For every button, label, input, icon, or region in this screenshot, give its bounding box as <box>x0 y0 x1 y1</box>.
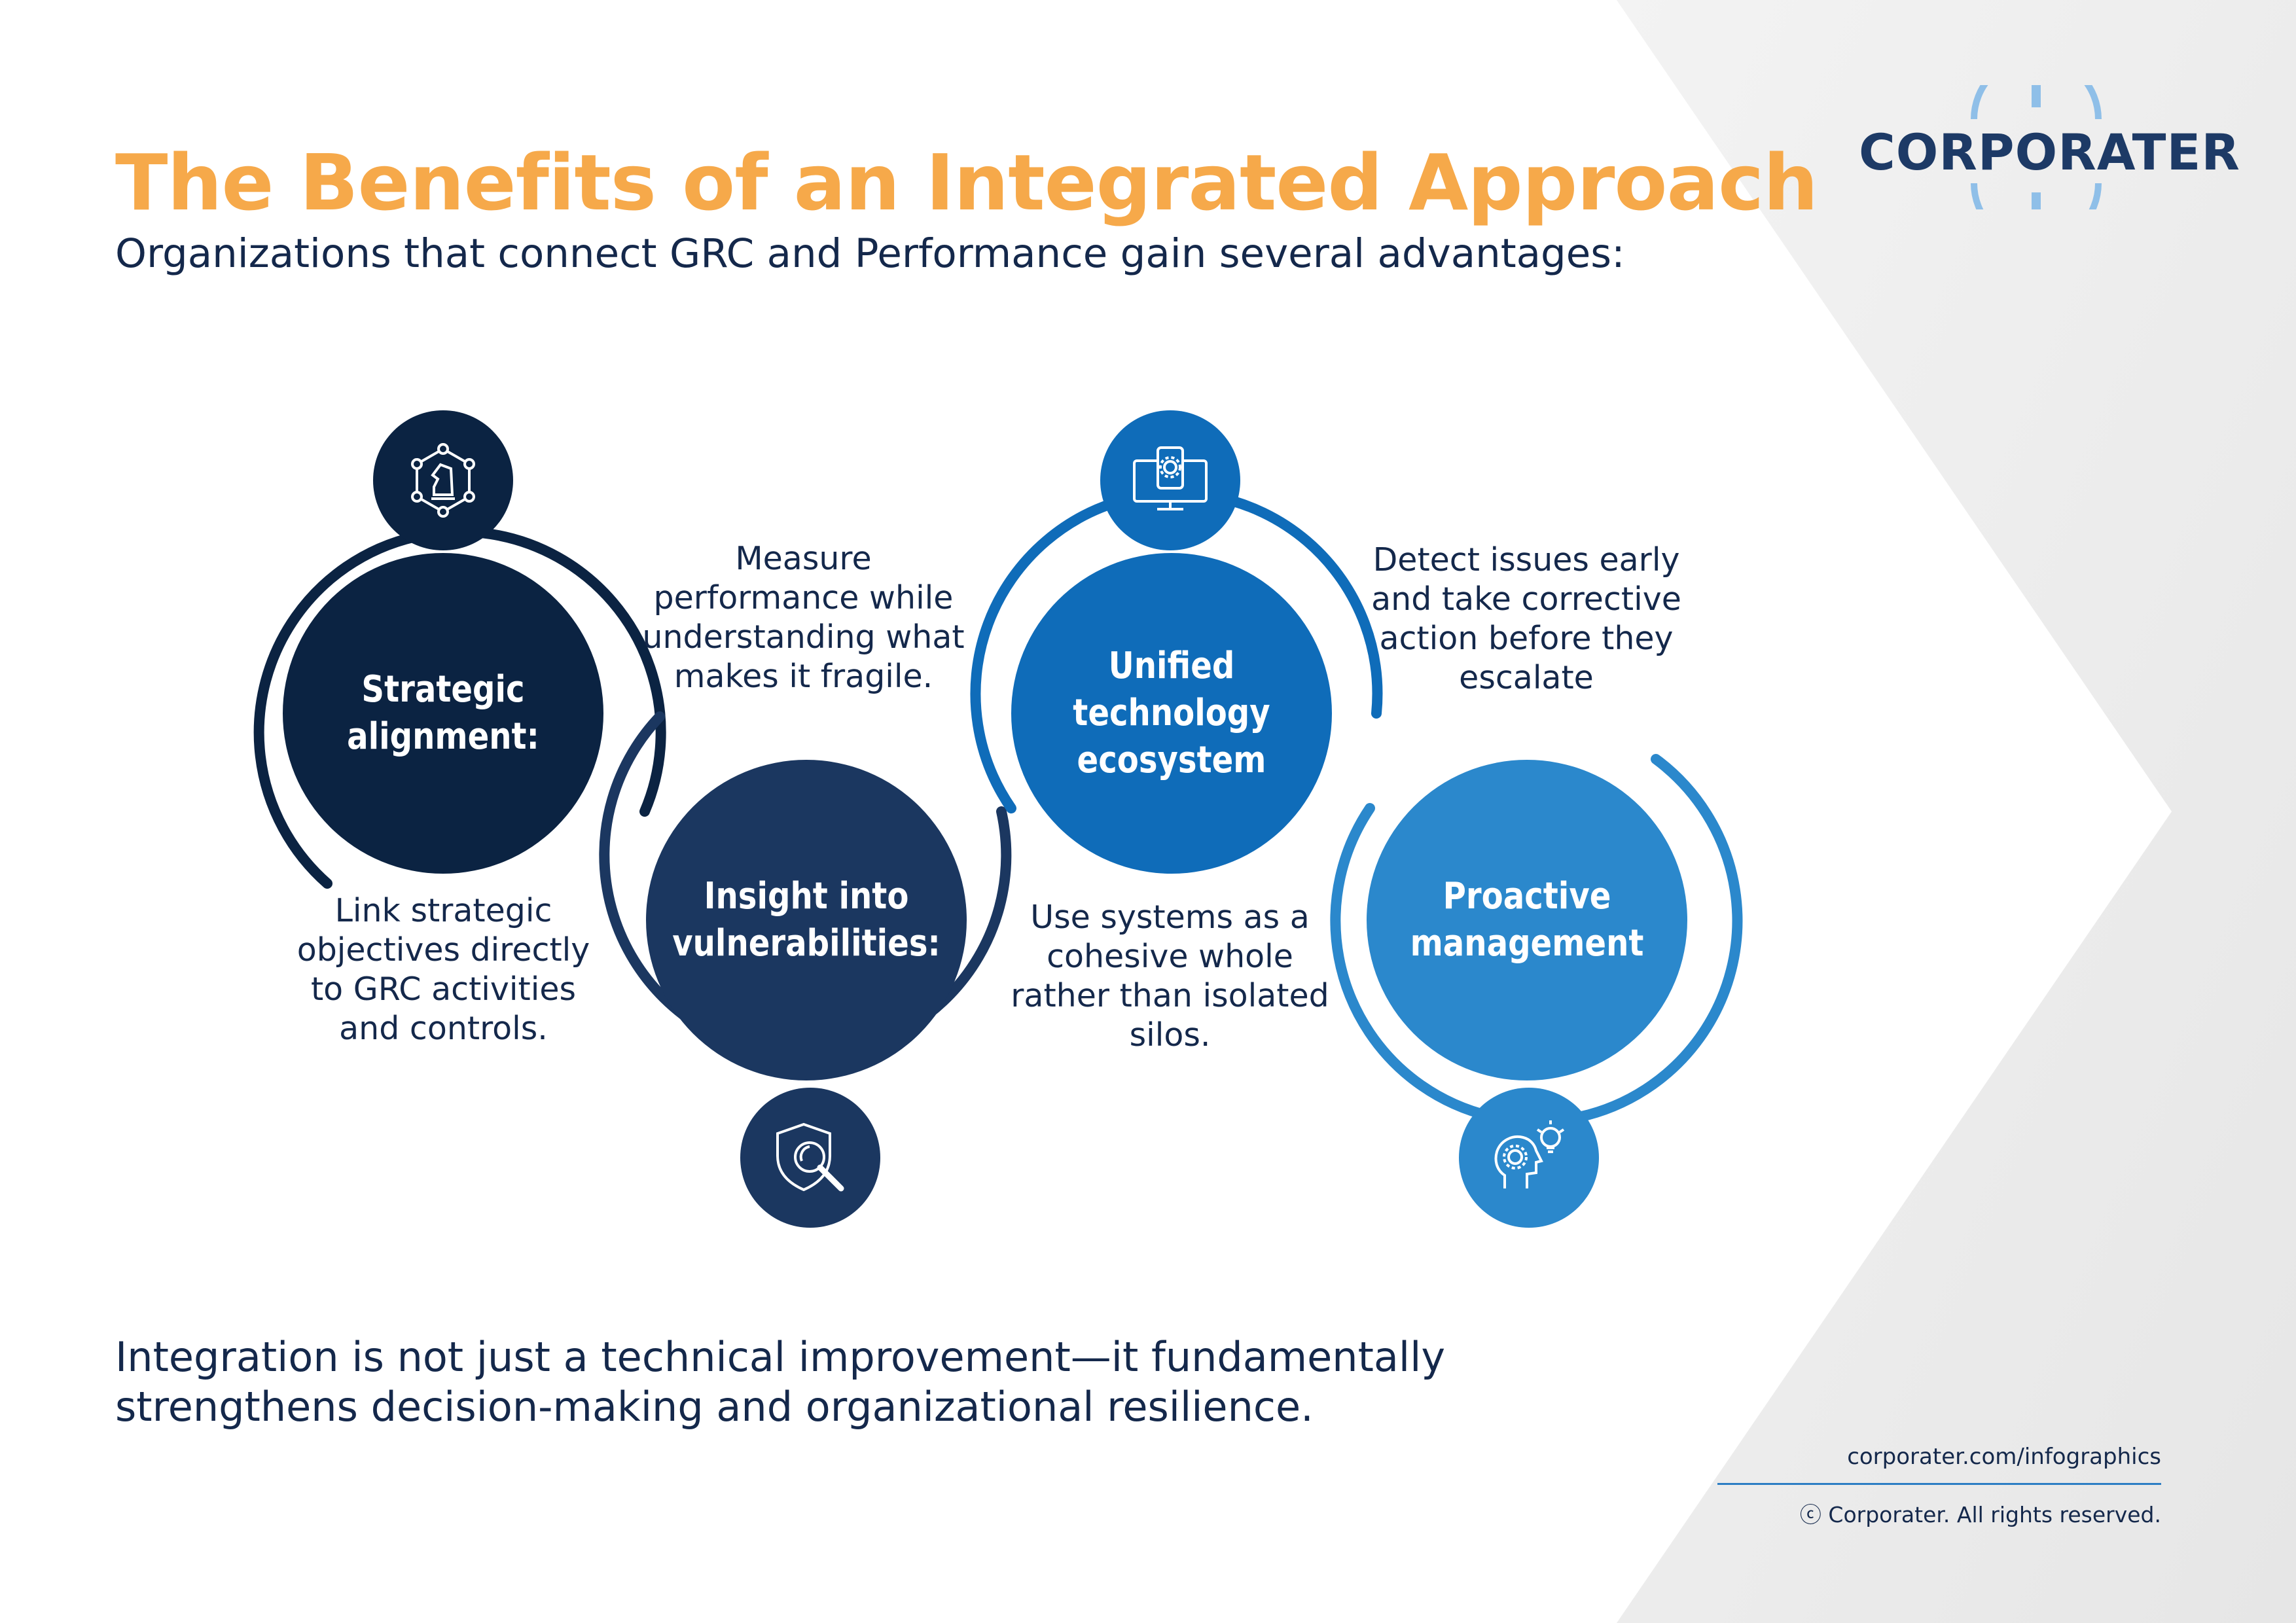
devices-gear-icon <box>1100 410 1240 550</box>
benefit-label-insight: Insight into vulnerabilities: <box>672 875 941 965</box>
logo-wordmark: CORPORATER <box>1859 123 2240 181</box>
circle-unified <box>1011 553 1332 874</box>
closing-statement: Integration is not just a technical impr… <box>115 1333 1446 1431</box>
target-crosshair-icon <box>1971 85 2102 209</box>
footer-divider <box>1717 1483 2161 1485</box>
shield-magnifier-icon <box>740 1088 880 1228</box>
benefit-desc-strategic: Link strategic objectives directly to GR… <box>296 892 590 1047</box>
head-gear-lightbulb-icon <box>1459 1088 1599 1228</box>
benefit-desc-proactive: Detect issues early and take corrective … <box>1371 541 1681 696</box>
corporater-logo: CORPORATER <box>1859 85 2240 209</box>
circle-insight <box>646 760 967 1080</box>
circle-proactive <box>1367 760 1687 1080</box>
copyright-notice: ⓒ Corporater. All rights reserved. <box>1799 1502 2161 1527</box>
chess-knight-network-icon <box>373 410 513 550</box>
benefit-desc-insight: Measure performance while understanding … <box>642 540 965 695</box>
page-title: The Benefits of an Integrated Approach <box>115 137 1818 228</box>
website-link[interactable]: corporater.com/infographics <box>1847 1444 2161 1470</box>
circle-strategic <box>283 553 603 874</box>
benefit-desc-unified: Use systems as a cohesive whole rather t… <box>1011 899 1329 1054</box>
benefit-label-proactive: Proactive management <box>1410 875 1644 965</box>
benefit-label-strategic: Strategic alignment: <box>347 668 539 758</box>
benefit-label-unified: Unified technology ecosystem <box>1073 645 1270 781</box>
page-subtitle: Organizations that connect GRC and Perfo… <box>115 230 1625 277</box>
